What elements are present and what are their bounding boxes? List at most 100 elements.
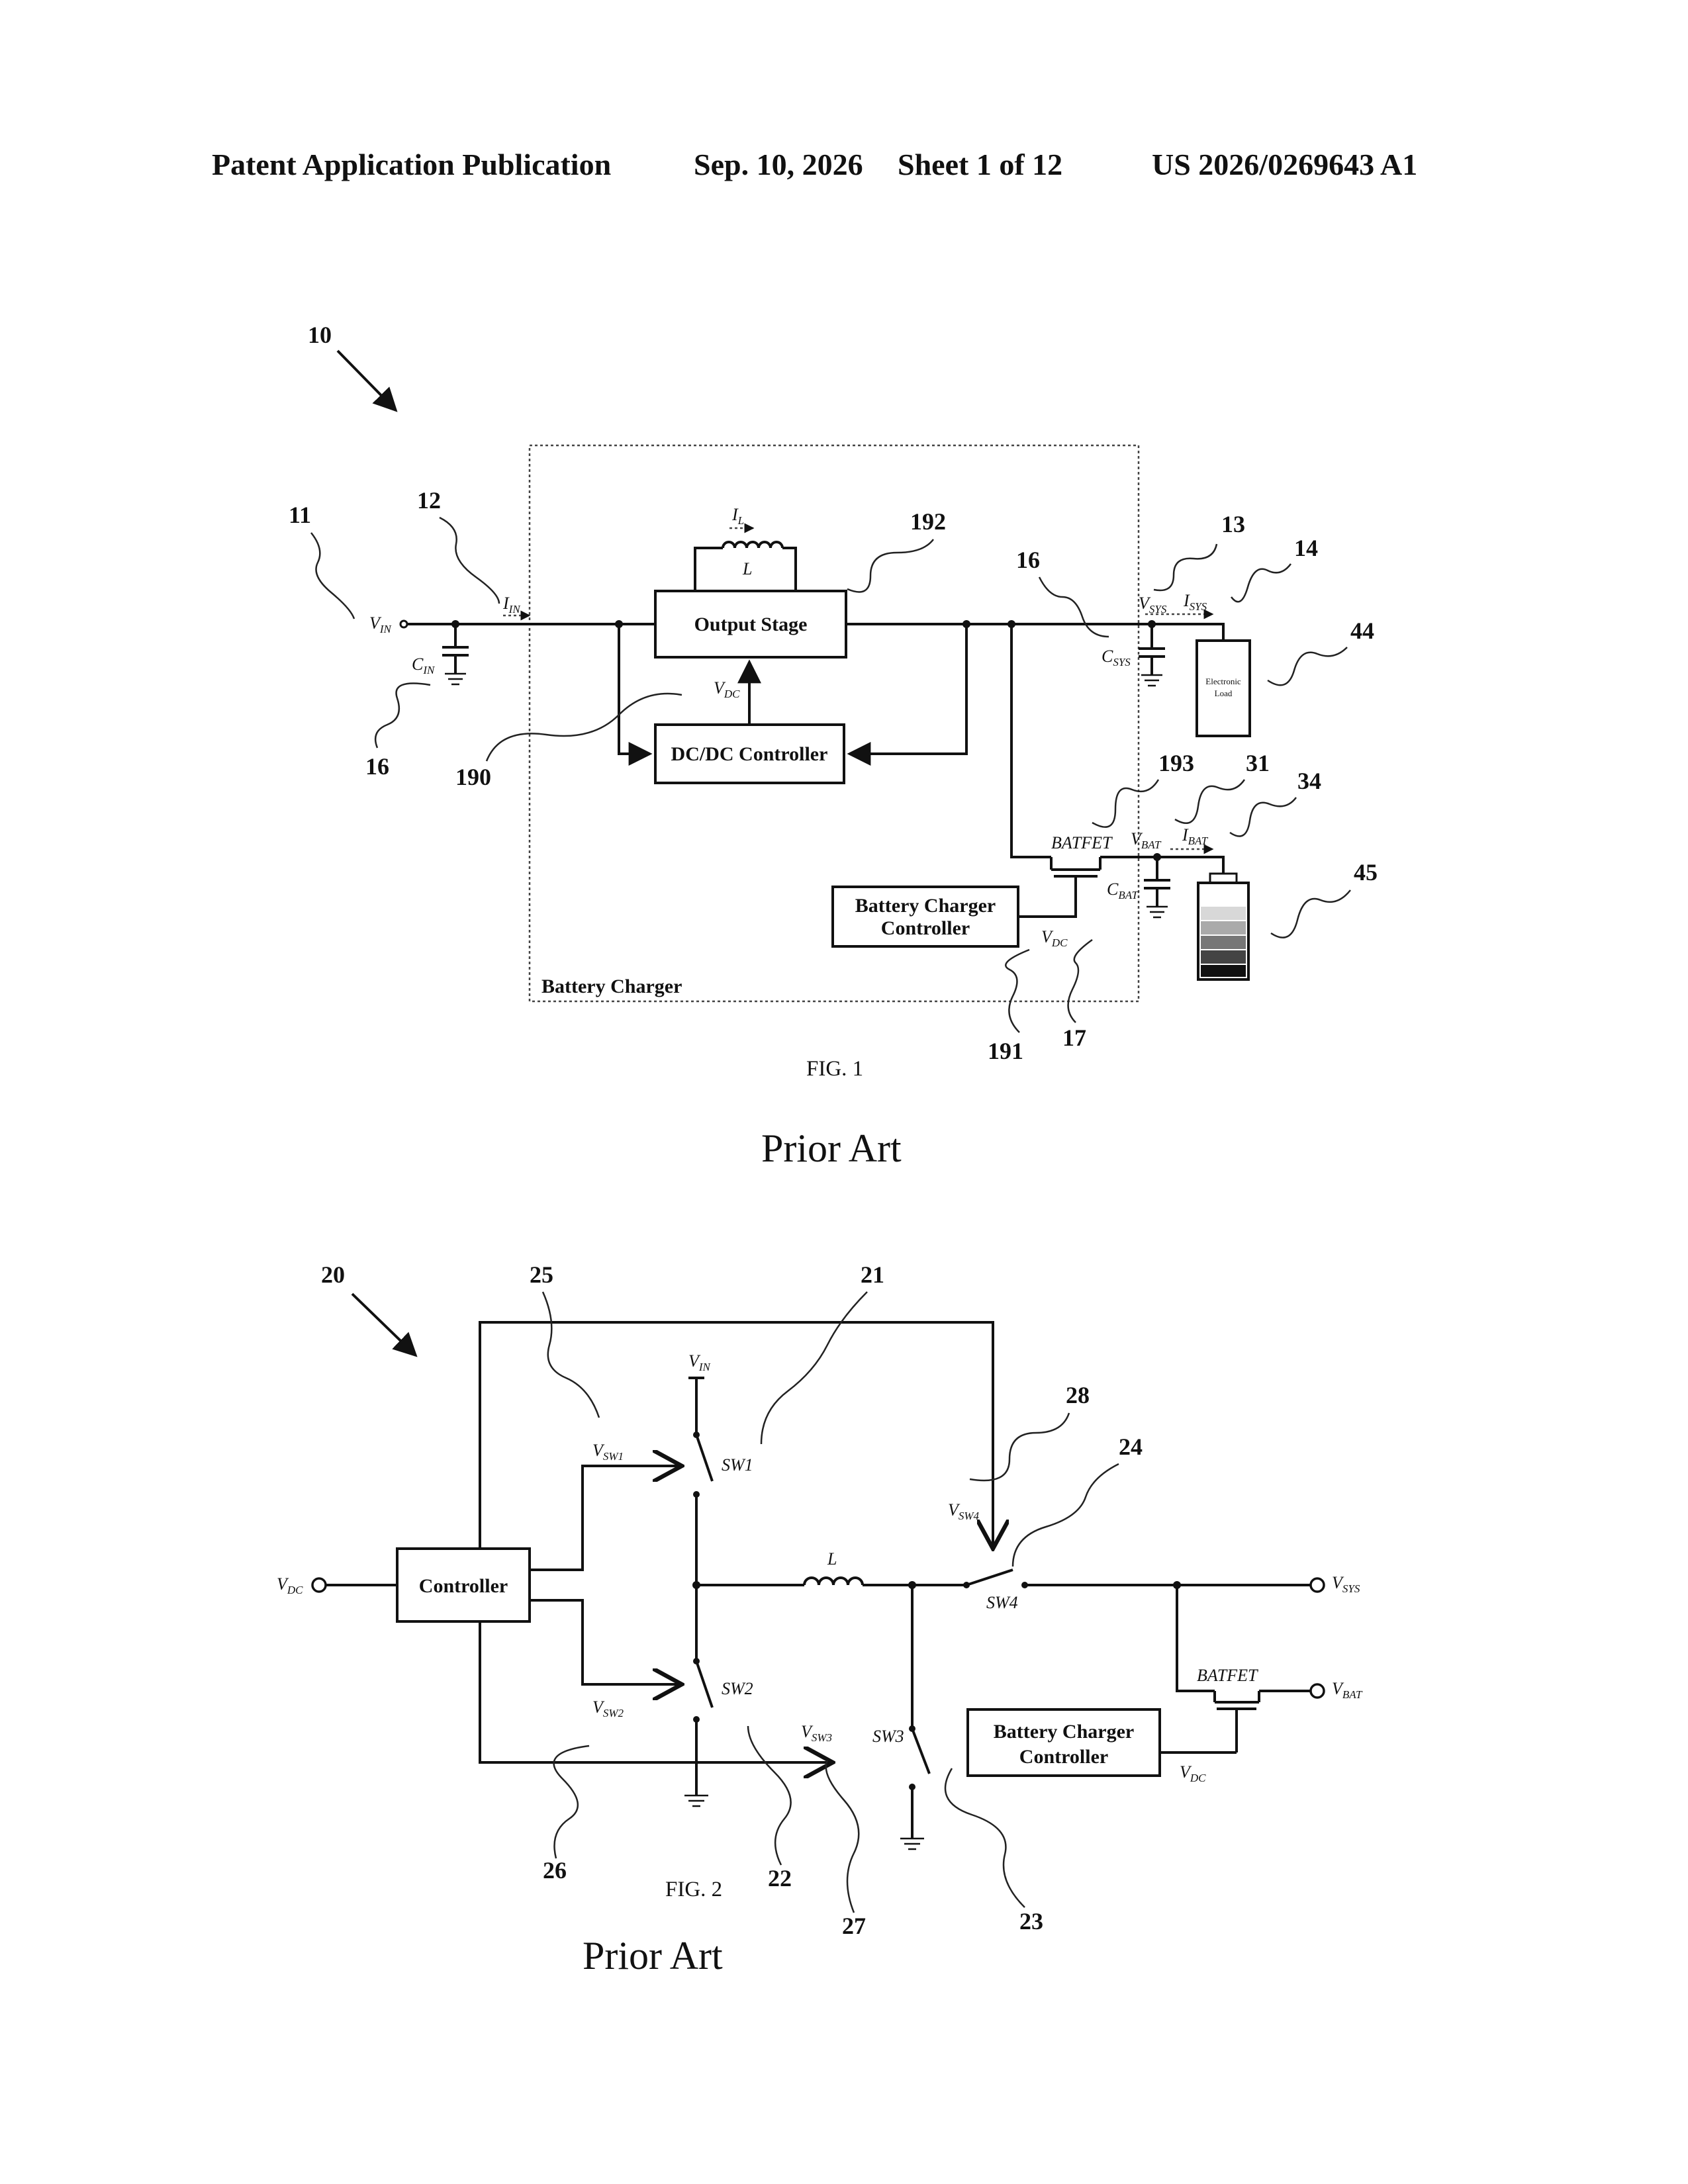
fig2-leader-23: [945, 1768, 1025, 1907]
fig2-leader-21: [761, 1292, 867, 1444]
vsw2-label: VSW2: [592, 1698, 624, 1719]
fig2-vbat-label: VBAT: [1332, 1679, 1363, 1701]
fig2-leader-24: [1013, 1464, 1119, 1567]
batfet-drain-line: [1011, 624, 1051, 857]
fig1-leader-16b: [1039, 577, 1109, 637]
csys-label: CSYS: [1102, 647, 1131, 668]
sw2-label: SW2: [722, 1679, 753, 1698]
vdc-top-label: VDC: [714, 678, 740, 700]
fig1-ref-193: 193: [1158, 750, 1194, 776]
fig2-batfet-label: BATFET: [1197, 1666, 1258, 1685]
fig2-ref-21: 21: [861, 1261, 884, 1288]
fig1-leader-34: [1230, 797, 1296, 837]
fig1-ref-190: 190: [455, 764, 491, 790]
fig1-batfet: [1051, 857, 1100, 900]
vin-label: VIN: [369, 614, 393, 635]
fig1-ref-17: 17: [1062, 1024, 1086, 1051]
fig1-ref-10-arrow: [338, 351, 396, 410]
vsw3-control-line: [480, 1621, 833, 1762]
fig2-ref-28: 28: [1066, 1382, 1090, 1408]
controller-label: Controller: [419, 1575, 508, 1597]
fig2-vin-label: VIN: [688, 1351, 712, 1373]
fig2-ref-20-arrow: [352, 1294, 416, 1355]
fig1-bc-controller-line1: Battery Charger: [855, 895, 996, 917]
fig2-ref-27: 27: [842, 1913, 866, 1939]
fig2-batfet: [1215, 1691, 1259, 1752]
fig2-vsys-label: VSYS: [1332, 1573, 1360, 1595]
fig1-leader-14: [1231, 564, 1291, 602]
fig1-leader-13: [1154, 544, 1217, 590]
fig2-ref-20: 20: [321, 1261, 345, 1288]
fig1-ref-16a: 16: [365, 753, 389, 780]
isys-label: ISYS: [1183, 591, 1207, 613]
fig1-ref-191: 191: [988, 1038, 1023, 1064]
fig1-ref-13: 13: [1221, 511, 1245, 537]
fig1-ref-14: 14: [1294, 535, 1318, 561]
sw3-switch: [900, 1585, 929, 1849]
fig1-leader-44: [1268, 647, 1347, 685]
fig2-l-label: L: [827, 1549, 837, 1569]
fig1-leader-193: [1092, 780, 1158, 827]
csys-capacitor: [1139, 620, 1165, 686]
bc-gate-drive-line: [1018, 900, 1076, 917]
fig1-caption: FIG. 1: [806, 1057, 863, 1081]
fig1-prior-art: Prior Art: [761, 1126, 902, 1170]
vsys-label: VSYS: [1139, 594, 1167, 615]
sw2-switch: [684, 1585, 712, 1806]
fig1-leader-11: [311, 533, 354, 619]
fig1-ref-45: 45: [1354, 859, 1378, 886]
fig1-ref-192: 192: [910, 508, 946, 535]
ibat-label: IBAT: [1182, 825, 1209, 847]
il-label: IL: [731, 505, 744, 527]
fig2-bc-controller-line1: Battery Charger: [994, 1721, 1134, 1743]
fig1-ref-16b: 16: [1016, 547, 1040, 573]
fig1-leader-192: [847, 539, 933, 592]
figure-1: 10 Battery Charger VIN CIN IIN Output St…: [289, 322, 1378, 1170]
load-feed: [1192, 624, 1223, 641]
vsw4-label: VSW4: [948, 1500, 980, 1522]
vin-terminal: [400, 621, 407, 627]
battery-cell: [1198, 857, 1248, 979]
sw1-switch: [693, 1378, 712, 1585]
fig1-ref-34: 34: [1297, 768, 1321, 794]
fig1-leader-12: [440, 518, 499, 604]
fig1-ref-44: 44: [1350, 617, 1374, 644]
load-label-2: Load: [1215, 688, 1233, 698]
fig2-bc-controller-line2: Controller: [1019, 1746, 1108, 1768]
fig2-inductor: [804, 1578, 912, 1585]
output-feedback-line: [849, 624, 966, 754]
fig1-ref-11: 11: [289, 502, 311, 528]
sw3-label: SW3: [872, 1727, 904, 1746]
vsw1-control-line: [530, 1466, 682, 1570]
fig1-ref-10: 10: [308, 322, 332, 348]
fig2-leader-25: [543, 1292, 599, 1418]
fig1-bc-controller-line2: Controller: [881, 917, 970, 939]
fig2-ref-24: 24: [1119, 1433, 1143, 1460]
fig2-ref-23: 23: [1019, 1908, 1043, 1934]
vbat-label: VBAT: [1131, 829, 1162, 851]
fig1-leader-16a: [375, 684, 430, 749]
cbat-capacitor: [1144, 853, 1170, 917]
fig1-ref-31: 31: [1246, 750, 1270, 776]
fig1-batfet-label: BATFET: [1051, 833, 1113, 852]
fig1-leader-31: [1175, 780, 1244, 823]
fig1-leader-45: [1271, 890, 1350, 938]
fig2-ref-26: 26: [543, 1857, 567, 1884]
sw4-switch: [912, 1570, 1028, 1588]
fig2-vdc-label: VDC: [277, 1574, 303, 1596]
fig2-caption: FIG. 2: [665, 1878, 722, 1901]
vsys-terminal: [1311, 1578, 1324, 1592]
vbat-terminal: [1311, 1684, 1324, 1698]
input-sense-line: [619, 624, 650, 754]
fig2-ref-22: 22: [768, 1865, 792, 1891]
load-label-1: Electronic: [1205, 676, 1241, 686]
vsw4-control-line: [480, 1322, 993, 1549]
battery-charger-label: Battery Charger: [541, 976, 682, 997]
sw1-label: SW1: [722, 1455, 753, 1475]
fig2-leader-28: [970, 1413, 1069, 1480]
fig1-vdc-label: VDC: [1041, 927, 1068, 949]
fig2-ref-25: 25: [530, 1261, 553, 1288]
fig2-prior-art: Prior Art: [583, 1934, 723, 1978]
vsw1-label: VSW1: [592, 1441, 624, 1463]
